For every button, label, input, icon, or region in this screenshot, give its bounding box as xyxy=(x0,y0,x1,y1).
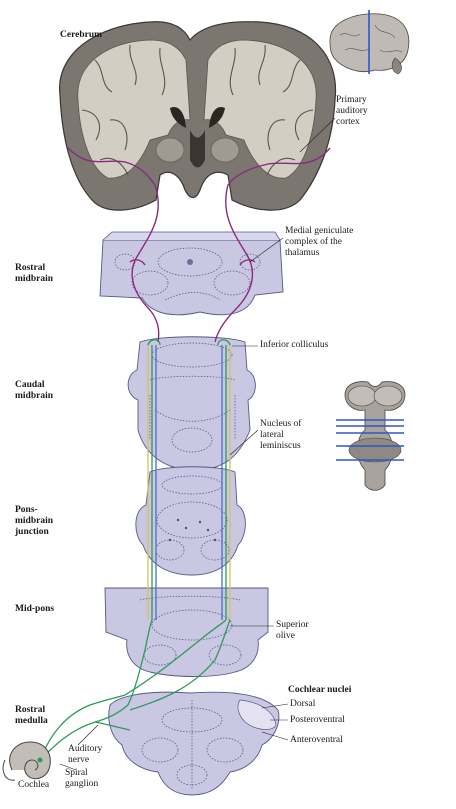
label-auditory-nerve: Auditory nerve xyxy=(68,744,103,765)
label-posteroventral: Posteroventral xyxy=(290,715,345,725)
label-cerebrum: Cerebrum xyxy=(60,30,103,40)
label-medial-geniculate: Medial geniculate complex of the thalamu… xyxy=(285,226,354,258)
cerebrum-section xyxy=(59,21,337,211)
label-superior-olive: Superior olive xyxy=(276,620,309,641)
label-spiral-ganglion: Spiral ganglion xyxy=(65,768,99,789)
rostral-medulla-section xyxy=(108,691,280,796)
label-mid-pons: Mid-pons xyxy=(15,604,55,614)
label-dorsal: Dorsal xyxy=(290,699,316,709)
label-primary-auditory-cortex: Primary auditory cortex xyxy=(336,95,368,127)
mid-pons-section xyxy=(104,587,269,677)
rostral-midbrain-section xyxy=(99,231,284,316)
leader-lines xyxy=(59,117,336,771)
brainstem-orientation-icon xyxy=(336,381,406,491)
label-nucleus-lateral-lemniscus: Nucleus of lateral leminiscus xyxy=(260,419,302,451)
label-cochlea: Cochlea xyxy=(18,780,50,790)
cochlear-nerve-pathway xyxy=(39,619,231,761)
label-inferior-colliculus: Inferior colliculus xyxy=(260,340,329,350)
label-rostral-medulla: Rostral medulla xyxy=(15,705,48,726)
lateral-lemniscus-pathway xyxy=(147,339,231,620)
label-rostral-midbrain: Rostral midbrain xyxy=(15,263,54,284)
label-pons-midbrain-junction: Pons- midbrain junction xyxy=(15,505,54,537)
pons-midbrain-junction-section xyxy=(135,466,246,576)
brain-orientation-icon xyxy=(329,10,410,75)
label-cochlear-nuclei: Cochlear nuclei xyxy=(288,685,352,695)
cochlea-icon xyxy=(2,741,51,781)
label-caudal-midbrain: Caudal midbrain xyxy=(15,380,54,401)
thalamocortical-pathway xyxy=(67,147,331,343)
label-anteroventral: Anteroventral xyxy=(290,735,343,745)
caudal-midbrain-section xyxy=(127,336,256,471)
